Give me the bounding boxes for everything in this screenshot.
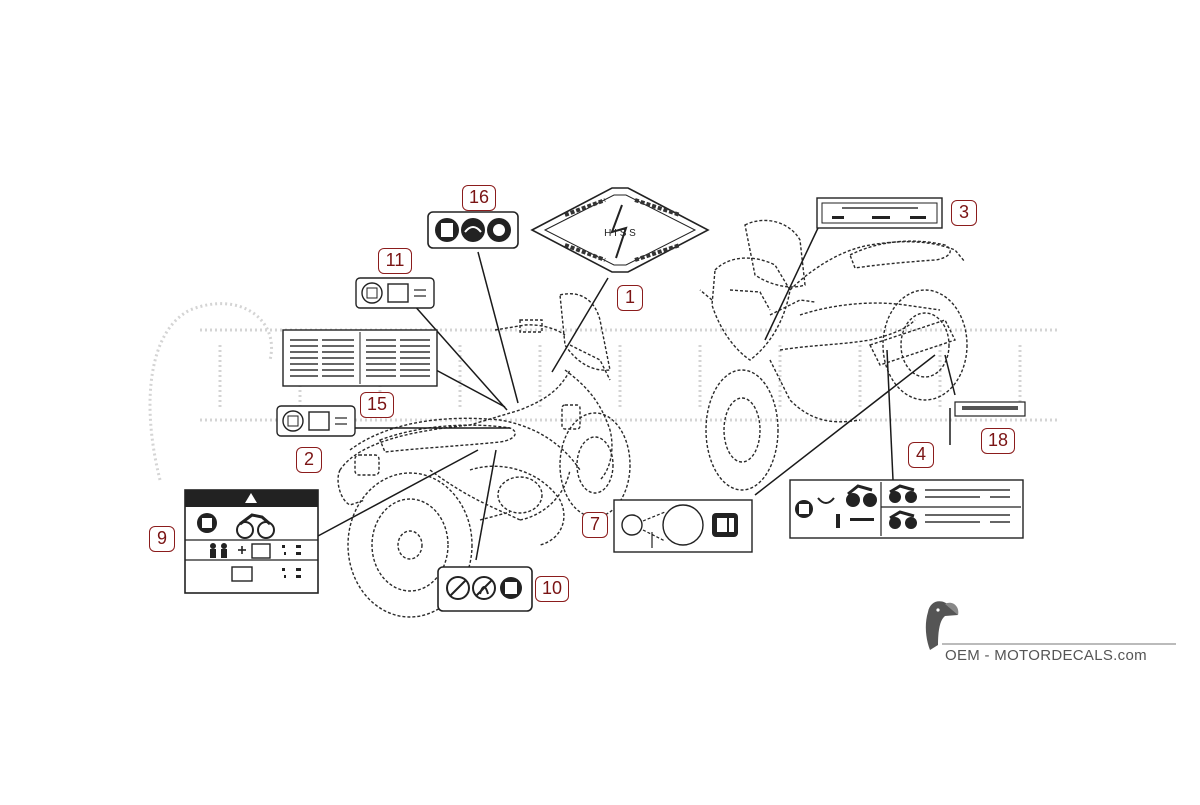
decal-16-warning-icons [427, 211, 519, 249]
decal-3-label-strip [816, 197, 943, 229]
callout-18: 18 [981, 428, 1015, 454]
toucan-icon [925, 601, 959, 650]
background-watermark-outline [148, 302, 1060, 481]
callout-11: 11 [378, 248, 412, 274]
decal-2-label [276, 405, 356, 437]
decal-7-headlight-aim [613, 499, 753, 553]
callout-3: 3 [951, 200, 977, 226]
callout-10: 10 [535, 576, 569, 602]
decal-11-label [355, 277, 435, 309]
decal-4-tire-info [789, 479, 1024, 539]
left-scooter-outline [337, 293, 631, 618]
callout-1: 1 [617, 285, 643, 311]
watermark-text: OEM - MOTORDECALS.com [945, 647, 1147, 664]
emblem-text: H I S S [604, 228, 636, 239]
decal-9-load-warning [184, 489, 319, 594]
callout-2: 2 [296, 447, 322, 473]
callout-15: 15 [360, 392, 394, 418]
callout-7: 7 [582, 512, 608, 538]
decal-1-hiss-emblem: H I S S [530, 187, 710, 273]
callout-16: 16 [462, 185, 496, 211]
callout-9: 9 [149, 526, 175, 552]
decal-18-label-strip [954, 401, 1026, 417]
leader-lines [317, 227, 956, 561]
decal-15-info-panel [282, 329, 438, 387]
decal-10-warning-icons [437, 566, 533, 612]
callout-4: 4 [908, 442, 934, 468]
